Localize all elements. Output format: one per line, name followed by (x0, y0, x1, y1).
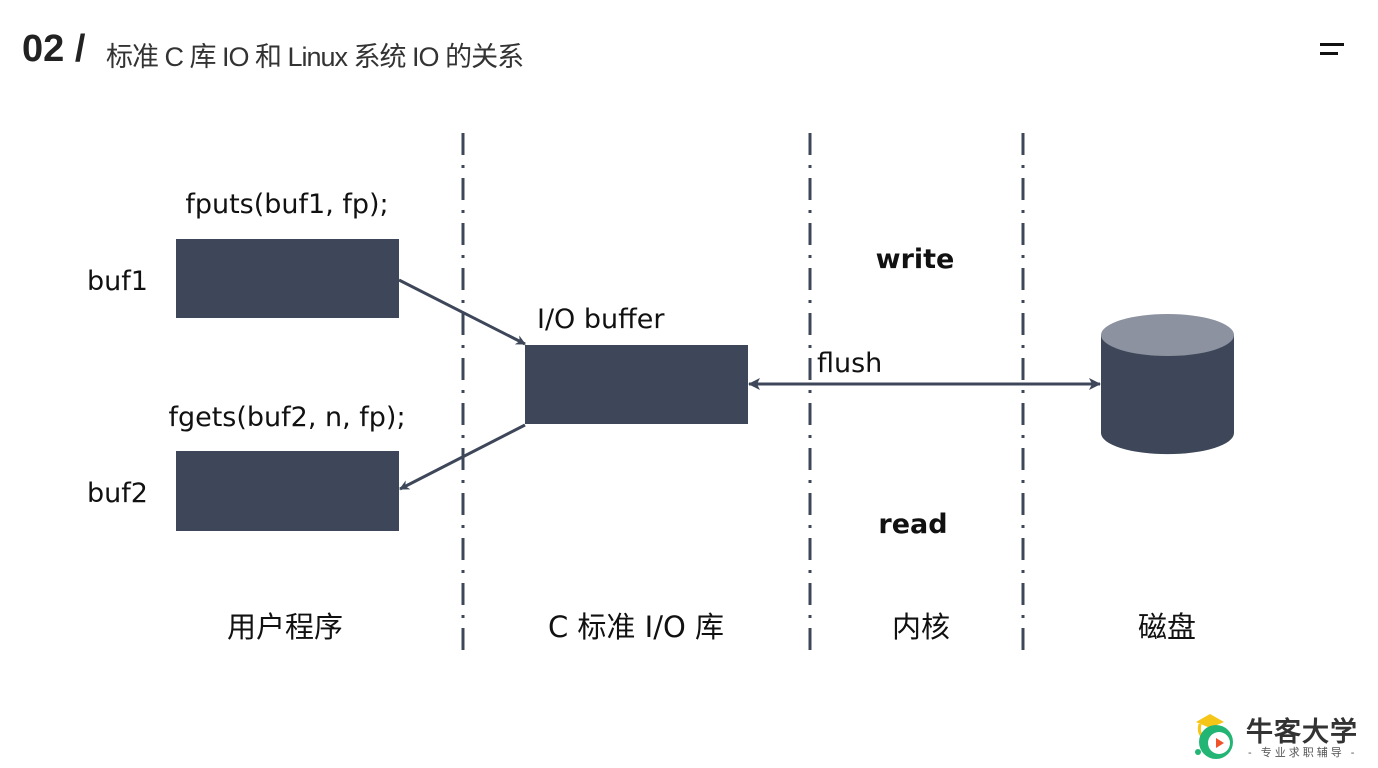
column-label-user-program: 用户程序 (227, 610, 343, 644)
column-label-disk: 磁盘 (1138, 610, 1196, 644)
column-label-kernel: 内核 (892, 610, 950, 644)
fputs-call-label: fputs(buf1, fp); (185, 189, 388, 220)
buf2-label: buf2 (87, 478, 148, 509)
logo-title: 牛客大学 (1246, 717, 1358, 747)
disk-cylinder-icon (1101, 314, 1234, 455)
io-buffer-label: I/O buffer (537, 304, 665, 335)
nowcoder-logo: 牛客大学 - 专业求职辅导 - (1190, 708, 1370, 764)
io-buffer-box (525, 345, 748, 424)
logo-mascot-icon (1195, 714, 1233, 759)
buf1-box (176, 239, 399, 318)
column-label-c-stdio: C 标准 I/O 库 (548, 610, 724, 644)
fputs-arrow (398, 278, 526, 346)
fgets-call-label: fgets(buf2, n, fp); (168, 402, 405, 433)
read-label: read (878, 509, 947, 540)
page-title: 标准 C 库 IO 和 Linux 系统 IO 的关系 (106, 42, 524, 72)
fgets-arrow (399, 423, 526, 491)
write-label: write (876, 244, 955, 275)
buf1-label: buf1 (87, 266, 148, 297)
menu-line (1320, 43, 1344, 46)
flush-label: flush (817, 348, 882, 379)
menu-line (1320, 52, 1338, 55)
logo-subtitle: - 专业求职辅导 - (1248, 747, 1358, 759)
hamburger-menu-icon[interactable] (1318, 40, 1346, 60)
buf2-box (176, 451, 399, 531)
section-number: 02 / (22, 28, 86, 70)
